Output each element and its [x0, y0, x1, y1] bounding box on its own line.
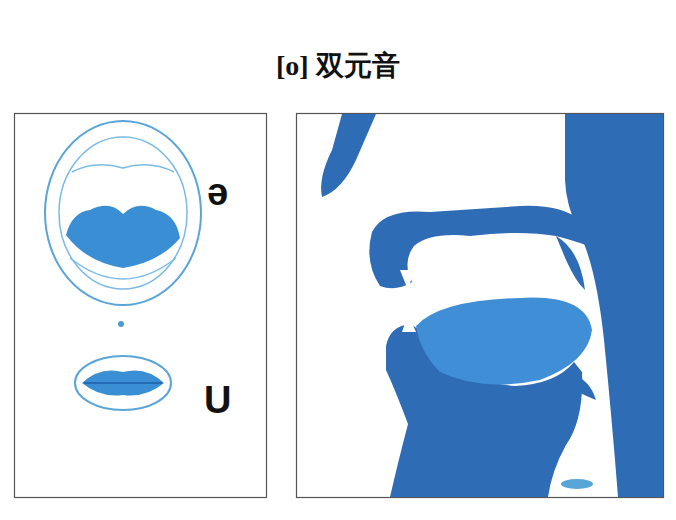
sound-symbol: ə	[207, 173, 228, 211]
diagram-title: [o] 双元音	[276, 47, 400, 85]
larynx	[572, 374, 596, 400]
tongue	[416, 298, 592, 385]
left-panel	[15, 114, 267, 498]
open-mouth	[45, 121, 201, 327]
upper-teeth	[400, 270, 414, 290]
vocal-tract	[321, 114, 663, 497]
lower-teeth	[402, 314, 416, 332]
sound-symbol: U	[204, 381, 231, 419]
right-panel	[297, 114, 664, 498]
rounded-lips	[75, 356, 171, 410]
velum	[556, 236, 585, 290]
nose	[321, 114, 376, 197]
vocal-cords	[561, 479, 593, 489]
back-wall	[565, 114, 663, 497]
